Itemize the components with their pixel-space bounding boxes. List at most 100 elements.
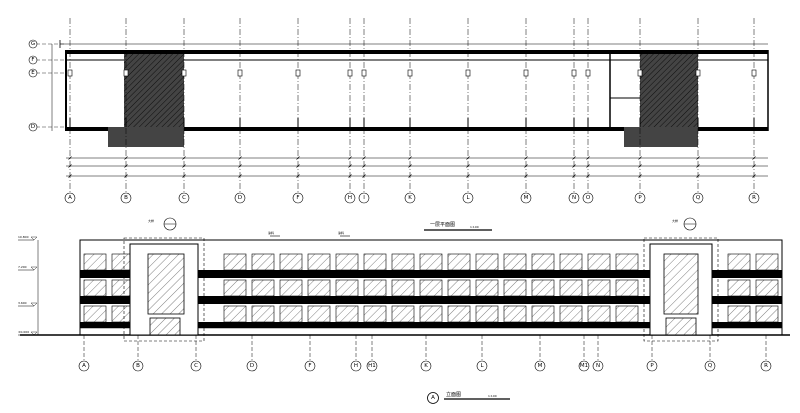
elevation-axis-label: H1 <box>368 363 376 369</box>
plan-dim-tick <box>68 156 72 160</box>
plan-dim-tick <box>572 164 576 168</box>
spandrel-band <box>80 296 782 304</box>
plan-axis-label: C <box>182 195 186 201</box>
elevation-window <box>419 279 443 297</box>
elevation-axis-label: A <box>82 363 86 369</box>
elevation-axis-bubble <box>304 360 316 372</box>
stair-tower-left-dashed <box>123 237 205 342</box>
plan-axis-bubble <box>582 192 594 204</box>
elevation-axis-label: N <box>596 363 600 369</box>
plan-axis-label: Q <box>696 195 701 201</box>
elevation-window <box>531 305 555 323</box>
elevation-window <box>363 305 387 323</box>
elevation-window <box>587 305 611 323</box>
stair-window-left <box>147 253 185 315</box>
elevation-axis-bubble <box>646 360 658 372</box>
plan-dim-tick <box>408 164 412 168</box>
elevation-window <box>419 253 443 271</box>
elevation-window <box>335 253 359 271</box>
elevation-axis-bubble <box>578 360 590 372</box>
elevation-window <box>223 279 247 297</box>
elevation-window <box>503 253 527 271</box>
elevation-window <box>559 279 583 297</box>
plan-column <box>295 69 301 77</box>
elevation-window <box>335 305 359 323</box>
level-label: ±0.000 <box>18 330 29 334</box>
plan-dim-tick <box>362 164 366 168</box>
stair-door-left <box>149 317 181 336</box>
plan-column <box>123 69 129 77</box>
plan-axis-bubble <box>462 192 474 204</box>
plan-dimension-lines <box>66 156 768 178</box>
plan-dim-tick <box>696 174 700 178</box>
elevation-axis-label: D <box>250 363 254 369</box>
elevation-window <box>755 305 779 323</box>
elevation-window <box>475 253 499 271</box>
plan-column <box>585 69 591 77</box>
elevation-axis-label: L <box>480 363 484 369</box>
plan-axis-label: F <box>296 195 299 201</box>
plan-left-axis-bubble <box>28 122 38 132</box>
elevation-window <box>307 279 331 297</box>
plan-dim-tick <box>696 156 700 160</box>
plan-dim-tick <box>238 174 242 178</box>
elevation-window <box>475 305 499 323</box>
plinth <box>79 327 783 336</box>
elevation-axis-bubble <box>592 360 604 372</box>
elevation-axis-bubble <box>760 360 772 372</box>
plan-axis-label: D <box>238 195 242 201</box>
elevation-window <box>391 305 415 323</box>
stair-landing-right <box>624 127 698 147</box>
plan-grid-lines <box>69 18 755 192</box>
plan-axis-bubble <box>748 192 760 204</box>
plan-left-axis-label: G <box>31 41 35 47</box>
elevation-axis-label: Q <box>708 363 713 369</box>
plan-dim-tick <box>238 164 242 168</box>
plan-axis-bubble <box>634 192 646 204</box>
elevation-window <box>419 305 443 323</box>
elevation-axis-bubble <box>476 360 488 372</box>
elevation-axis-bubble <box>246 360 258 372</box>
elevation-window <box>755 253 779 271</box>
elevation-axis-bubble <box>366 360 378 372</box>
elevation-title-letter: A <box>431 395 435 401</box>
elevation-window <box>251 253 275 271</box>
elevation-window <box>587 279 611 297</box>
plan-axis-label: N <box>572 195 576 201</box>
plan-column <box>751 69 757 77</box>
plan-axis-label: M <box>524 195 529 201</box>
spandrel-band <box>80 270 782 278</box>
elevation-caption: 立面图 <box>446 391 461 398</box>
plan-dim-tick <box>408 156 412 160</box>
plan-dim-tick <box>572 174 576 178</box>
note-label-2: 涂料 <box>338 230 344 235</box>
plan-left-axis-bubble <box>28 39 38 49</box>
elevation-axis-label: P <box>650 363 654 369</box>
elevation-window <box>251 279 275 297</box>
elevation-window <box>503 305 527 323</box>
stair-hatch-right <box>640 54 698 127</box>
level-triangle <box>30 331 38 336</box>
elevation-axis-label: C <box>194 363 198 369</box>
elevation-window <box>307 253 331 271</box>
level-label: 10.800 <box>18 235 29 239</box>
plan-left-axis-label: D <box>31 124 35 130</box>
callout-label-left: 大样 <box>148 218 154 223</box>
elevation-window <box>363 253 387 271</box>
plan-dim-tick <box>466 164 470 168</box>
elevation-window <box>727 253 751 271</box>
elevation-axis-bubble <box>350 360 362 372</box>
elevation-window <box>251 305 275 323</box>
plan-dim-tick <box>408 174 412 178</box>
elevation-window <box>363 279 387 297</box>
elevation-window <box>223 305 247 323</box>
plan-south-wall <box>66 127 768 131</box>
plan-column <box>361 69 367 77</box>
elevation-window <box>223 253 247 271</box>
elevation-window <box>279 253 303 271</box>
plan-left-axis-bubble <box>28 55 38 65</box>
elevation-axis-bubble <box>420 360 432 372</box>
elevation-axis-bubble <box>704 360 716 372</box>
